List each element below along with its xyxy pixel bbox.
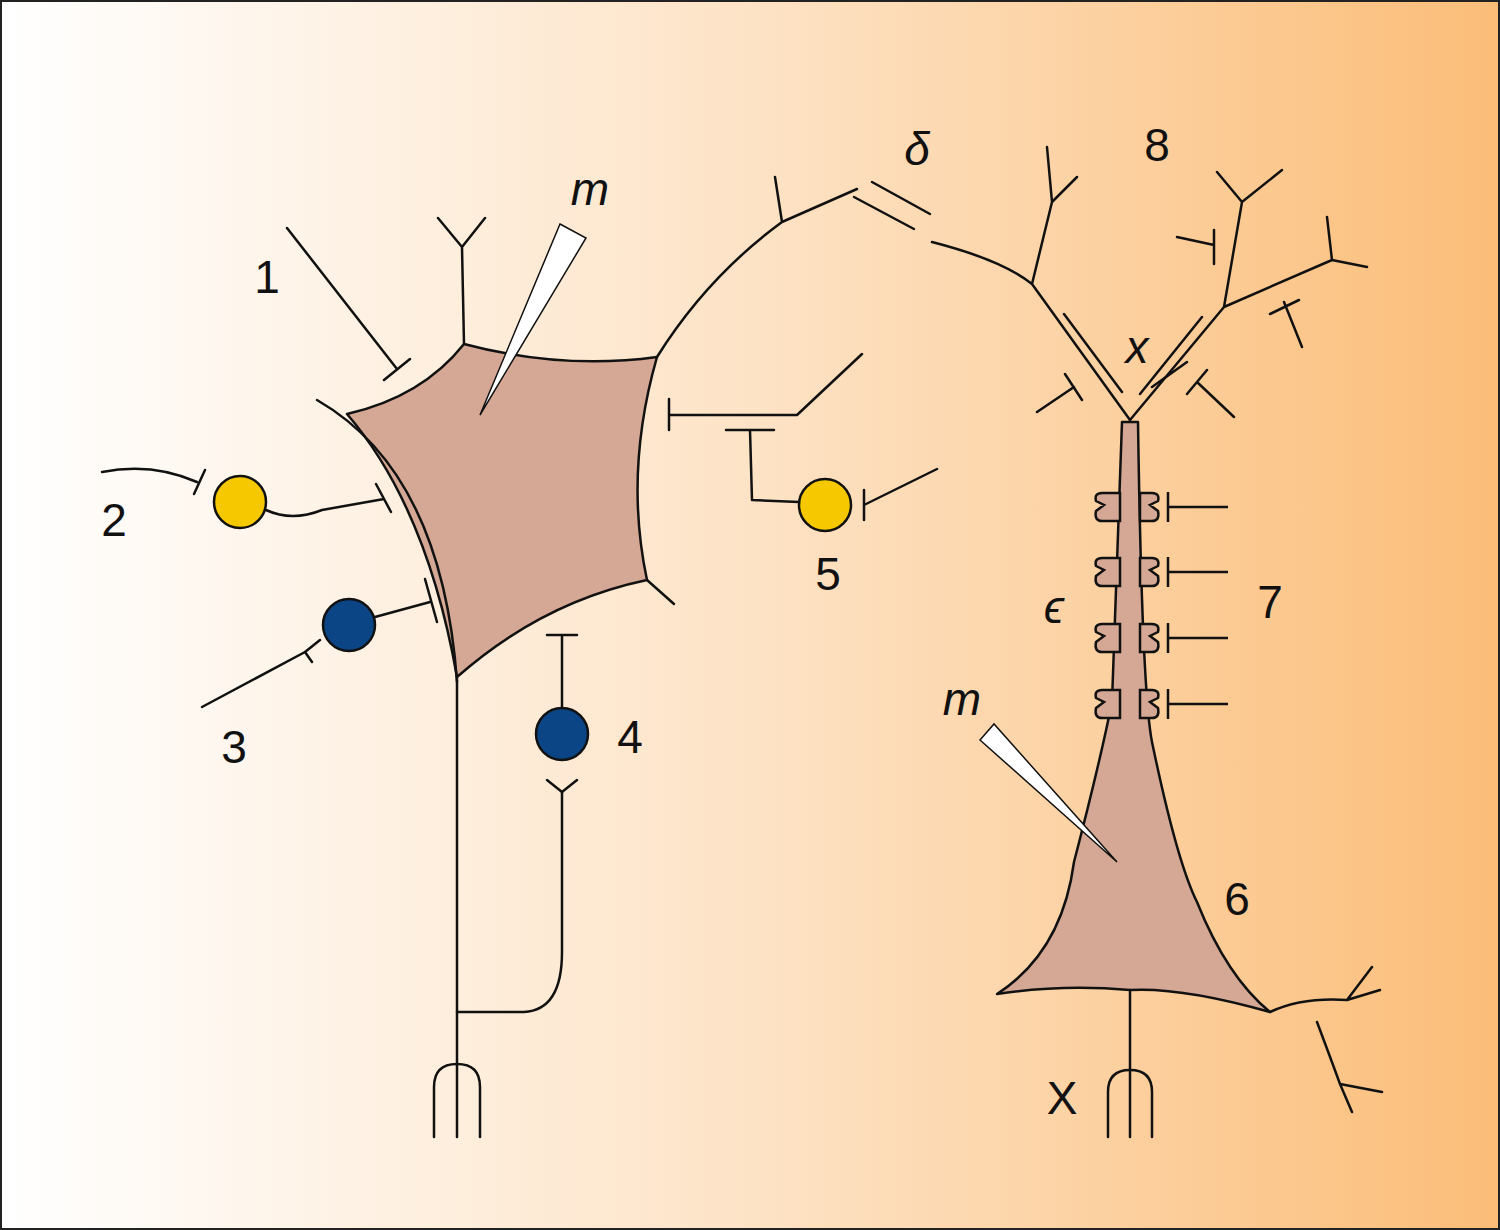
neuron-soma bbox=[347, 344, 657, 677]
dendritic-spine bbox=[1140, 624, 1158, 652]
callout-number: 5 bbox=[815, 551, 841, 597]
dendrite bbox=[657, 177, 857, 357]
interneuron bbox=[536, 708, 588, 760]
spine-label: ϵ bbox=[1044, 584, 1064, 630]
afferent-fiber bbox=[864, 469, 937, 520]
afferent-fiber bbox=[102, 469, 205, 494]
axon bbox=[456, 677, 459, 1137]
synapse-label: δ bbox=[904, 126, 930, 172]
axon-terminal bbox=[434, 1064, 480, 1137]
axon-collateral bbox=[457, 792, 562, 1012]
synaptic-terminal bbox=[1168, 492, 1228, 522]
callout-number: 4 bbox=[617, 714, 643, 760]
synaptic-terminal bbox=[1168, 623, 1228, 653]
site-label: x bbox=[1126, 324, 1149, 370]
dendritic-spine bbox=[1140, 493, 1158, 521]
electrode-label: m bbox=[943, 676, 981, 722]
axon bbox=[1129, 990, 1132, 1137]
synaptic-terminal bbox=[1168, 557, 1228, 587]
dendritic-spine bbox=[1140, 558, 1158, 586]
callout-number: 1 bbox=[254, 254, 280, 300]
callout-number: 2 bbox=[101, 497, 127, 543]
synapse-contact bbox=[854, 182, 930, 229]
electrode-label: m bbox=[571, 166, 609, 212]
dendrite bbox=[1130, 170, 1367, 420]
dendrite bbox=[932, 147, 1130, 420]
dendritic-spine bbox=[1096, 558, 1120, 586]
afferent-fiber bbox=[287, 228, 410, 380]
cell-membrane bbox=[647, 580, 674, 604]
recurrent-synapse bbox=[547, 780, 577, 792]
interneuron-axon bbox=[266, 484, 391, 516]
callout-number: 8 bbox=[1144, 122, 1170, 168]
dendrite bbox=[438, 218, 485, 344]
callout-number: 3 bbox=[221, 724, 247, 770]
afferent-fiber bbox=[669, 354, 862, 430]
synaptic-terminal bbox=[1168, 689, 1228, 719]
axon-terminal bbox=[1108, 1070, 1152, 1137]
afferent-fiber bbox=[202, 640, 320, 707]
cell-membrane bbox=[317, 400, 457, 682]
interneuron-axon bbox=[726, 430, 799, 502]
interneuron-axon bbox=[547, 635, 577, 708]
interneuron bbox=[323, 599, 375, 651]
synapse-contact bbox=[1037, 230, 1302, 417]
callout-number: X bbox=[1047, 1075, 1078, 1121]
neuron-soma bbox=[997, 422, 1270, 1012]
micropipette bbox=[480, 224, 586, 415]
interneuron bbox=[799, 479, 851, 531]
interneuron bbox=[214, 476, 266, 528]
dendritic-spine bbox=[1096, 624, 1120, 652]
callout-number: 7 bbox=[1257, 579, 1283, 625]
interneuron-axon bbox=[375, 579, 437, 622]
callout-number: 6 bbox=[1224, 876, 1250, 922]
dendritic-spine bbox=[1096, 690, 1120, 718]
dendritic-spine bbox=[1096, 493, 1120, 521]
micropipette bbox=[980, 724, 1117, 862]
dendritic-spine bbox=[1140, 690, 1158, 718]
dendrite bbox=[1270, 967, 1382, 1112]
